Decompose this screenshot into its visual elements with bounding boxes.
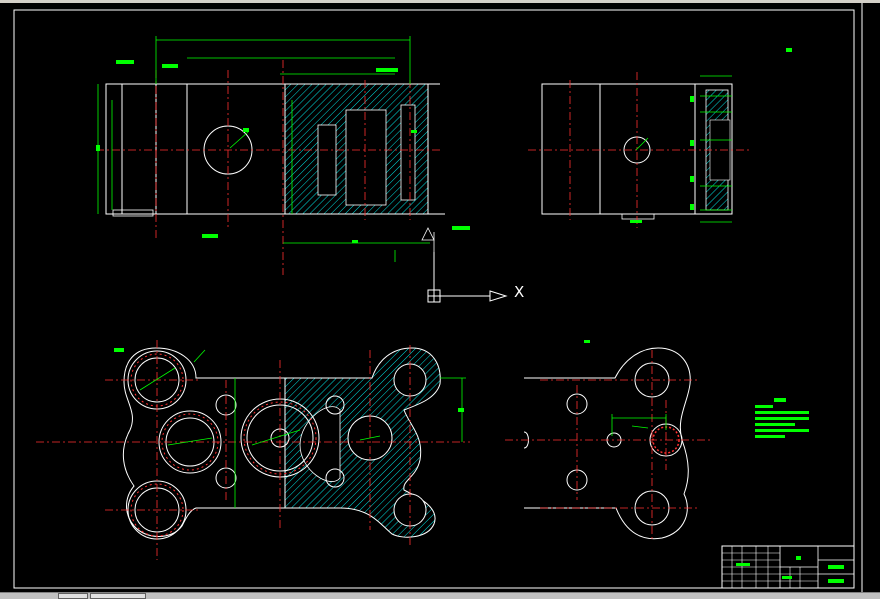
side-dimensions bbox=[635, 75, 732, 223]
drawing-frame bbox=[13, 3, 863, 592]
side-view bbox=[528, 48, 792, 228]
bottom-view bbox=[505, 347, 712, 540]
front-body-outline bbox=[105, 83, 429, 215]
front-view bbox=[96, 36, 470, 275]
plan-body-outline bbox=[122, 347, 285, 537]
window-title-strip bbox=[0, 0, 880, 3]
plan-dimension-tags bbox=[114, 340, 590, 412]
bottom-dimensions bbox=[611, 414, 667, 436]
layout-tab-layout[interactable] bbox=[90, 593, 146, 599]
ucs-x-axis-label: X bbox=[514, 283, 525, 301]
technical-notes-block bbox=[755, 398, 809, 438]
plan-view bbox=[36, 340, 590, 560]
bottom-body-outline bbox=[524, 347, 691, 540]
ucs-icon bbox=[427, 252, 508, 303]
front-dimension-tags bbox=[96, 60, 470, 243]
side-dimension-tags bbox=[630, 48, 792, 223]
status-bar bbox=[0, 592, 880, 599]
layout-tab-model[interactable] bbox=[58, 593, 88, 599]
title-block bbox=[721, 545, 855, 589]
datum-a-marker bbox=[421, 227, 435, 252]
plan-dimensions bbox=[139, 349, 466, 508]
